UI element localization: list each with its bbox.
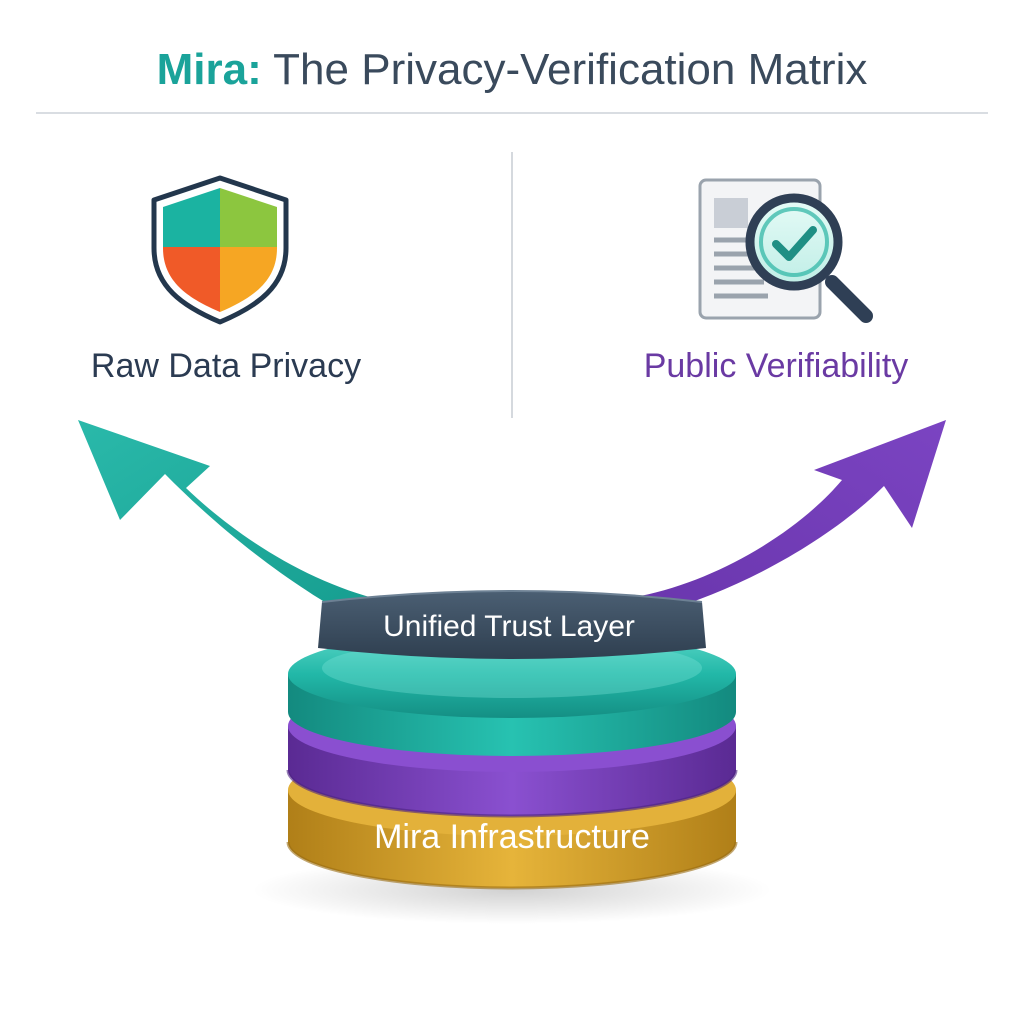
raw-data-privacy-label: Raw Data Privacy — [56, 340, 396, 392]
infrastructure-label: Mira Infrastructure — [374, 818, 650, 856]
public-verifiability-label: Public Verifiability — [606, 340, 946, 392]
trust-layer-label: Unified Trust Layer — [383, 610, 635, 643]
verifiability-arrow — [640, 420, 946, 612]
document-magnifier-check-icon — [700, 180, 866, 318]
shield-icon — [154, 178, 286, 322]
trust-layer-badge: Unified Trust Layer — [318, 591, 706, 659]
privacy-arrow — [78, 420, 400, 620]
